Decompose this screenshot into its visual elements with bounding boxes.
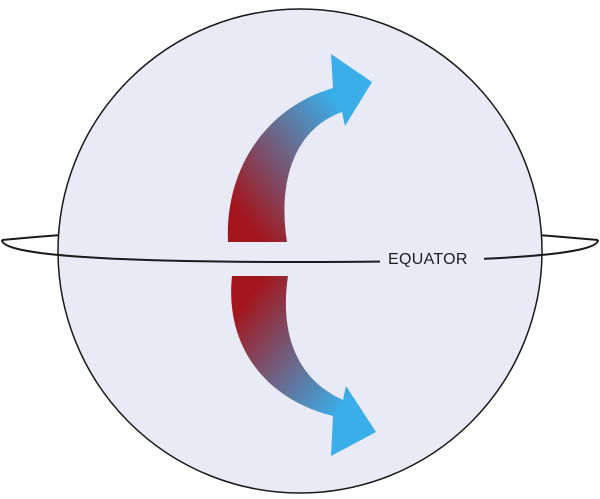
globe — [57, 8, 543, 494]
southern-deflection-arrow — [231, 276, 376, 456]
equator-ring-front — [1, 239, 599, 264]
equator-label: EQUATOR — [388, 251, 468, 268]
equator-label-background — [380, 246, 484, 270]
northern-deflection-arrow — [227, 54, 372, 242]
